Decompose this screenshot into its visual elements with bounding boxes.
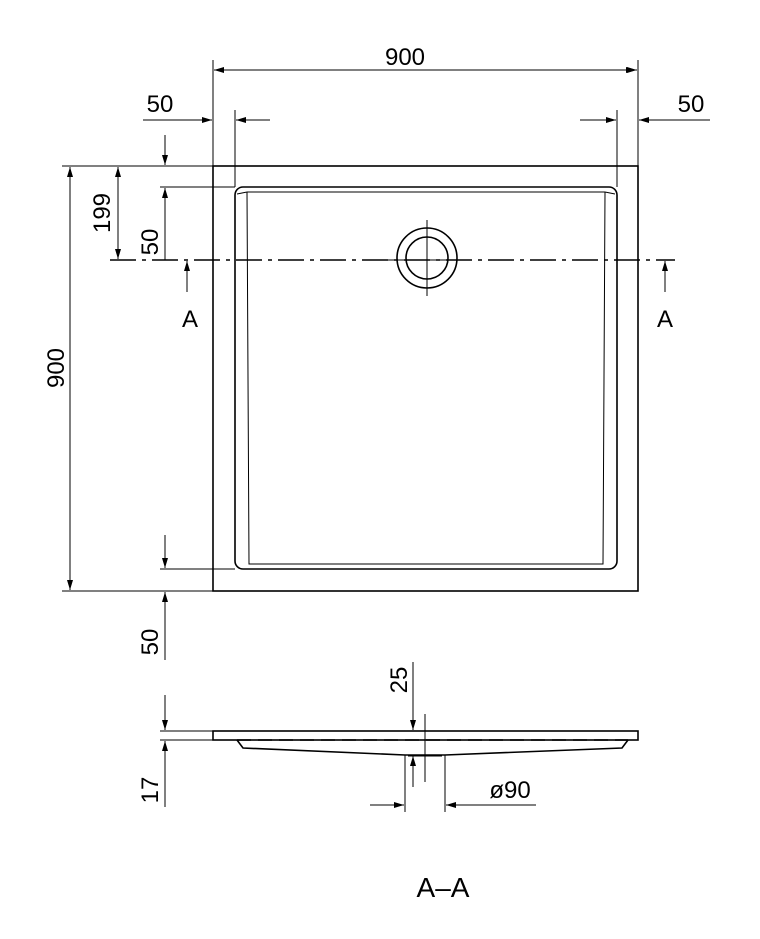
drain-offset-label: 199 [89, 193, 116, 233]
thickness-label: 17 [137, 777, 164, 804]
thickness-dimension: 17 [137, 695, 213, 807]
drain-depth-label: 25 [386, 667, 413, 694]
drain-depth-dimension: 25 [386, 662, 426, 787]
drain-offset-dimension: 199 [89, 167, 121, 259]
tray-plan [212, 165, 639, 592]
svg-text:A: A [657, 306, 673, 333]
top-rim-dimension: 50 [137, 135, 235, 260]
section-marker-right: A [657, 261, 673, 333]
left-rim-dimension: 50 [143, 91, 270, 187]
bottom-rim-dimension: 50 [137, 535, 235, 660]
height-label: 900 [43, 348, 70, 388]
left-rim-label: 50 [147, 91, 174, 118]
svg-text:A: A [182, 306, 198, 333]
section-marker-left: A [182, 261, 198, 333]
section-title: A–A [417, 872, 470, 903]
top-rim-label: 50 [137, 229, 164, 256]
bottom-rim-label: 50 [137, 629, 164, 656]
width-dimension: 900 [212, 44, 639, 166]
right-rim-dimension: 50 [580, 91, 710, 187]
drain-diameter-label: ø90 [489, 777, 530, 804]
height-dimension: 900 [43, 165, 213, 592]
width-label: 900 [385, 44, 425, 71]
drain-circle [388, 220, 466, 296]
drain-diameter-dimension: ø90 [370, 777, 536, 808]
right-rim-label: 50 [678, 91, 705, 118]
